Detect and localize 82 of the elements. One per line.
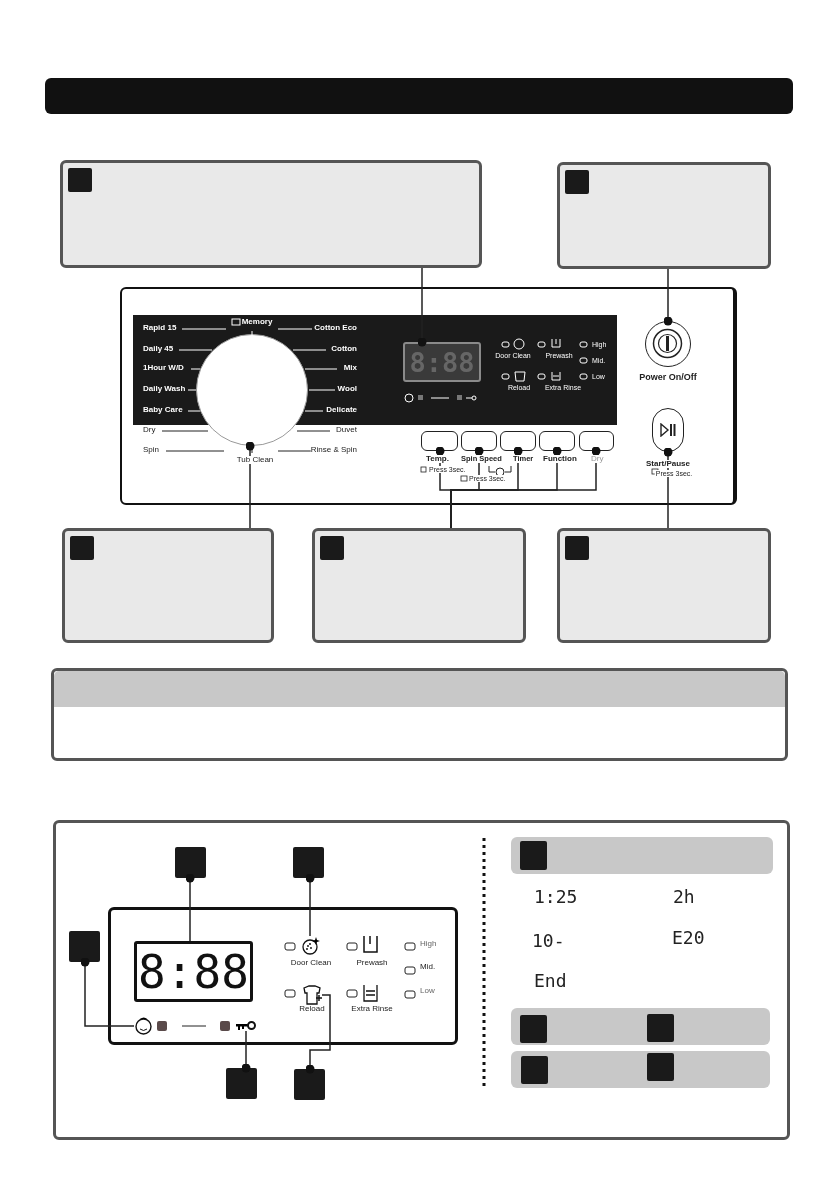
button-label: Function bbox=[542, 455, 578, 463]
number-badge bbox=[293, 847, 324, 878]
display-reading: 1:25 bbox=[534, 888, 578, 906]
row-bar bbox=[511, 1051, 770, 1088]
power-button bbox=[645, 321, 691, 367]
indicator-label: Prewash bbox=[356, 959, 388, 967]
program-label: 1Hour W/D bbox=[143, 364, 184, 372]
panel-frame bbox=[53, 820, 790, 1140]
program-label: Delicate bbox=[326, 406, 357, 414]
row-bar bbox=[511, 1008, 770, 1045]
indicator-label: Extra Rinse bbox=[351, 1005, 393, 1013]
key-icon bbox=[236, 1020, 256, 1031]
title-bar bbox=[45, 78, 793, 114]
callout-box bbox=[312, 528, 526, 643]
number-badge bbox=[565, 170, 589, 194]
indicator-label: Low bbox=[420, 987, 435, 995]
control-panel bbox=[120, 287, 737, 505]
program-label: Cotton bbox=[331, 345, 357, 353]
panel-button bbox=[500, 431, 536, 451]
program-label: Daily Wash bbox=[143, 385, 186, 393]
number-badge bbox=[520, 1015, 547, 1043]
number-badge bbox=[521, 1056, 548, 1084]
number-badge bbox=[226, 1068, 257, 1099]
leader-line bbox=[305, 873, 315, 937]
leader-line bbox=[80, 957, 135, 1027]
number-badge bbox=[70, 536, 94, 560]
number-badge bbox=[520, 841, 547, 870]
shirt-icon bbox=[302, 985, 322, 1006]
number-badge bbox=[320, 536, 344, 560]
program-label: Dry bbox=[143, 426, 156, 434]
program-label: Mix bbox=[343, 364, 357, 372]
display-reading: E20 bbox=[672, 929, 705, 947]
program-label: Rapid 15 bbox=[143, 324, 177, 332]
program-label: Wool bbox=[337, 385, 357, 393]
program-label: Rinse & Spin bbox=[310, 446, 357, 454]
display-panel bbox=[108, 907, 458, 1045]
panel-button bbox=[539, 431, 575, 451]
program-label: Cotton Eco bbox=[314, 324, 357, 332]
panel-button bbox=[579, 431, 614, 451]
program-label: Tub Clean bbox=[236, 456, 274, 464]
program-label: Daily 45 bbox=[143, 345, 174, 353]
program-label: Baby Care bbox=[143, 406, 183, 414]
leader-line bbox=[305, 994, 331, 1074]
program-label: Duvet bbox=[336, 426, 357, 434]
panel-button bbox=[421, 431, 458, 451]
program-label: Memory bbox=[241, 318, 273, 326]
button-label: Power On/Off bbox=[638, 373, 698, 382]
number-badge bbox=[175, 847, 206, 878]
leader-line bbox=[417, 267, 427, 347]
drum-icon bbox=[301, 936, 321, 956]
number-badge bbox=[69, 931, 100, 962]
display-screen: 8:88 bbox=[134, 941, 253, 1002]
button-label: Temp. bbox=[425, 455, 450, 463]
display-reading: End bbox=[534, 972, 567, 990]
leader-line bbox=[245, 441, 255, 529]
button-label: Door Clean bbox=[289, 959, 333, 967]
button-label: Reload bbox=[298, 1005, 326, 1013]
number-badge bbox=[68, 168, 92, 192]
display-reading: 2h bbox=[673, 888, 695, 906]
leader-line bbox=[663, 268, 673, 326]
program-label: Spin bbox=[143, 446, 159, 454]
leader-line bbox=[185, 873, 195, 942]
leader-line bbox=[241, 1030, 251, 1073]
indicator-label: High bbox=[420, 940, 437, 948]
display-reading: 10- bbox=[532, 932, 565, 950]
face-icon bbox=[134, 1016, 153, 1035]
button-label: Start/Pause bbox=[645, 460, 691, 468]
indicator-label: Mid. bbox=[420, 963, 436, 971]
start-pause-button bbox=[652, 408, 684, 452]
button-label: Dry bbox=[590, 455, 605, 463]
number-badge bbox=[647, 1053, 674, 1081]
leader-line bbox=[663, 447, 673, 529]
callout-box bbox=[62, 528, 274, 643]
number-badge bbox=[647, 1014, 674, 1042]
callout-box bbox=[60, 160, 482, 268]
callout-box bbox=[557, 528, 771, 643]
callout-box bbox=[557, 162, 771, 269]
number-badge bbox=[294, 1069, 325, 1100]
header-bar bbox=[511, 837, 773, 874]
panel-button bbox=[461, 431, 497, 451]
note-banner bbox=[51, 668, 788, 761]
number-badge bbox=[565, 536, 589, 560]
